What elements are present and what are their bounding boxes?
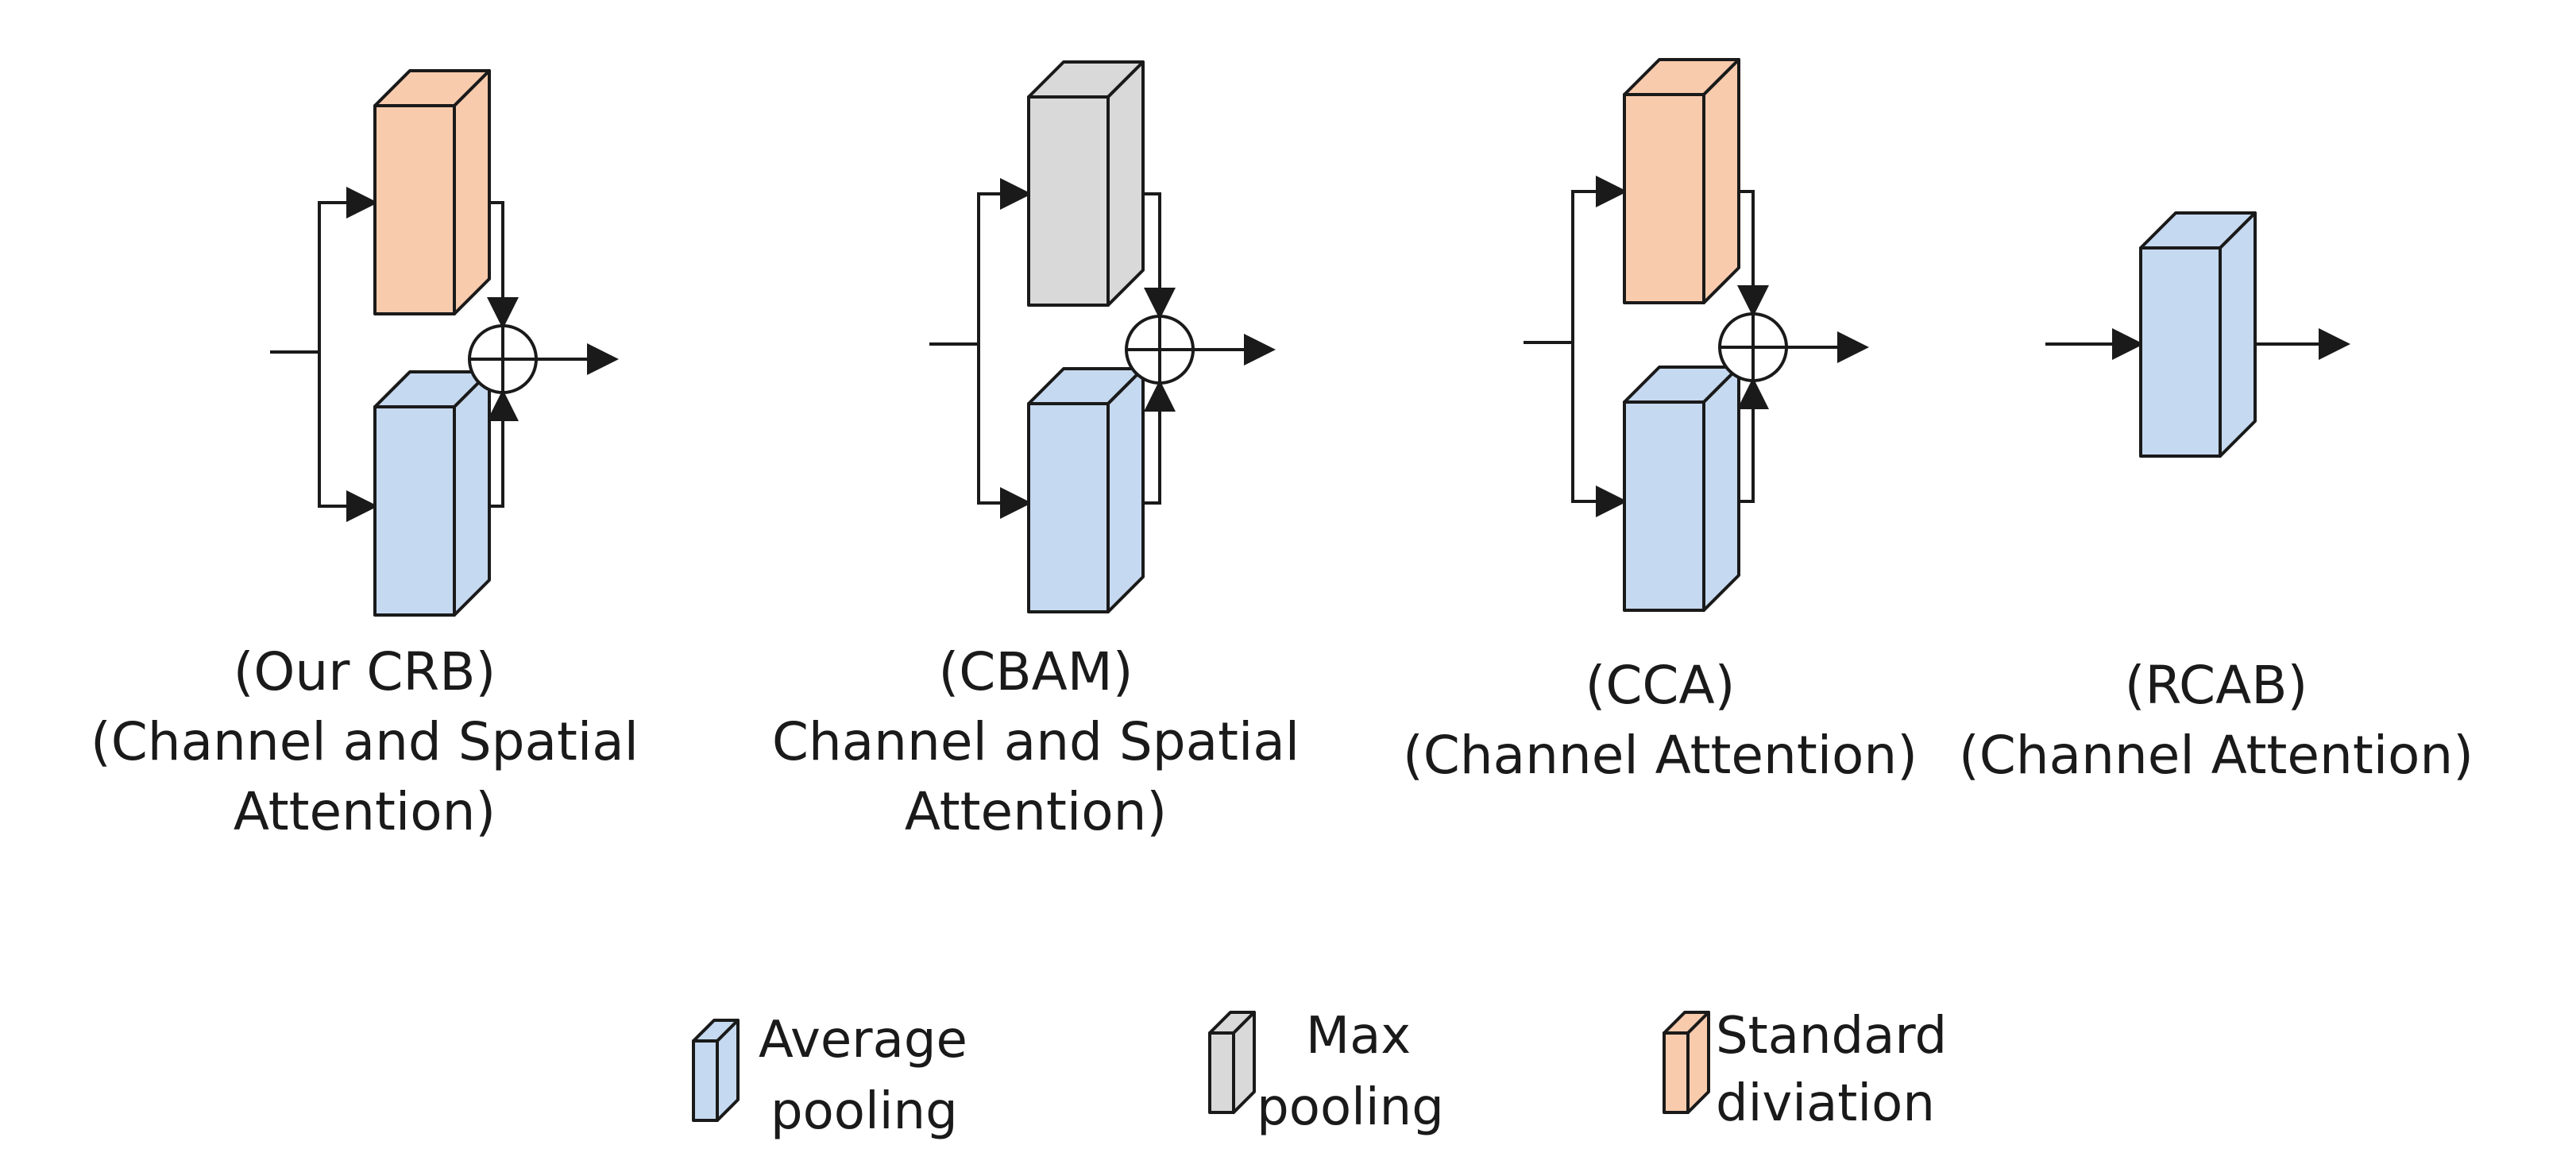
connector-lines: [270, 176, 2350, 522]
legend-standard-deviation-label: Standard: [1716, 1007, 1947, 1066]
cca-caption-line: (CCA): [1585, 655, 1736, 716]
legend-standard-deviation-label: diviation: [1716, 1074, 1935, 1133]
cbam-caption-line: Attention): [905, 781, 1167, 842]
legend-max-pooling-label: Max: [1306, 1007, 1411, 1066]
legend-standard-deviation-swatch: [1663, 1011, 1710, 1114]
cca-caption-line: (Channel Attention): [1403, 725, 1918, 786]
cca-lower-average-pooling-slab: [1623, 366, 1740, 612]
cbam-upper-max-pooling-slab: [1027, 60, 1145, 307]
legend-max-pooling-swatch: [1208, 1011, 1256, 1114]
crb-lower-branch-arrow: [318, 352, 378, 522]
cbam-caption-line: Channel and Spatial: [772, 711, 1300, 772]
cca-caption: (CCA) (Channel Attention): [1403, 655, 1918, 786]
crb-caption-line: (Our CRB): [234, 641, 496, 702]
crb-upper-standard-deviation-slab: [373, 69, 491, 315]
crb-upper-branch-arrow: [318, 187, 378, 352]
legend: Average pooling Max pooling Standard diviatio…: [692, 1007, 1947, 1141]
rcab-caption-line: (RCAB): [2125, 655, 2308, 716]
cbam-lower-average-pooling-slab: [1027, 367, 1145, 613]
cbam-elementwise-sum-icon: [1125, 315, 1195, 385]
cbam-caption-line: (CBAM): [939, 641, 1134, 702]
rcab-caption: (RCAB) (Channel Attention): [1959, 655, 2474, 786]
rcab-average-pooling-slab: [2139, 211, 2257, 458]
legend-max-pooling-label: pooling: [1257, 1078, 1444, 1137]
cbam-lower-branch-arrow: [977, 344, 1032, 519]
legend-average-pooling-label: Average: [759, 1011, 967, 1070]
cca-upper-branch-arrow: [1571, 176, 1628, 342]
cca-lower-branch-arrow: [1571, 342, 1628, 517]
rcab-caption-line: (Channel Attention): [1959, 725, 2474, 786]
crb-elementwise-sum-icon: [468, 324, 538, 394]
legend-average-pooling-label: pooling: [770, 1082, 958, 1141]
crb-caption-line: Attention): [234, 781, 496, 842]
cca-upper-standard-deviation-slab: [1623, 58, 1740, 304]
legend-average-pooling-swatch: [692, 1019, 740, 1122]
block-shapes: [373, 58, 2257, 617]
cbam-upper-branch-arrow: [977, 178, 1032, 344]
crb-caption-line: (Channel and Spatial: [91, 711, 639, 772]
cca-elementwise-sum-icon: [1718, 312, 1788, 382]
crb-lower-average-pooling-slab: [373, 370, 491, 617]
